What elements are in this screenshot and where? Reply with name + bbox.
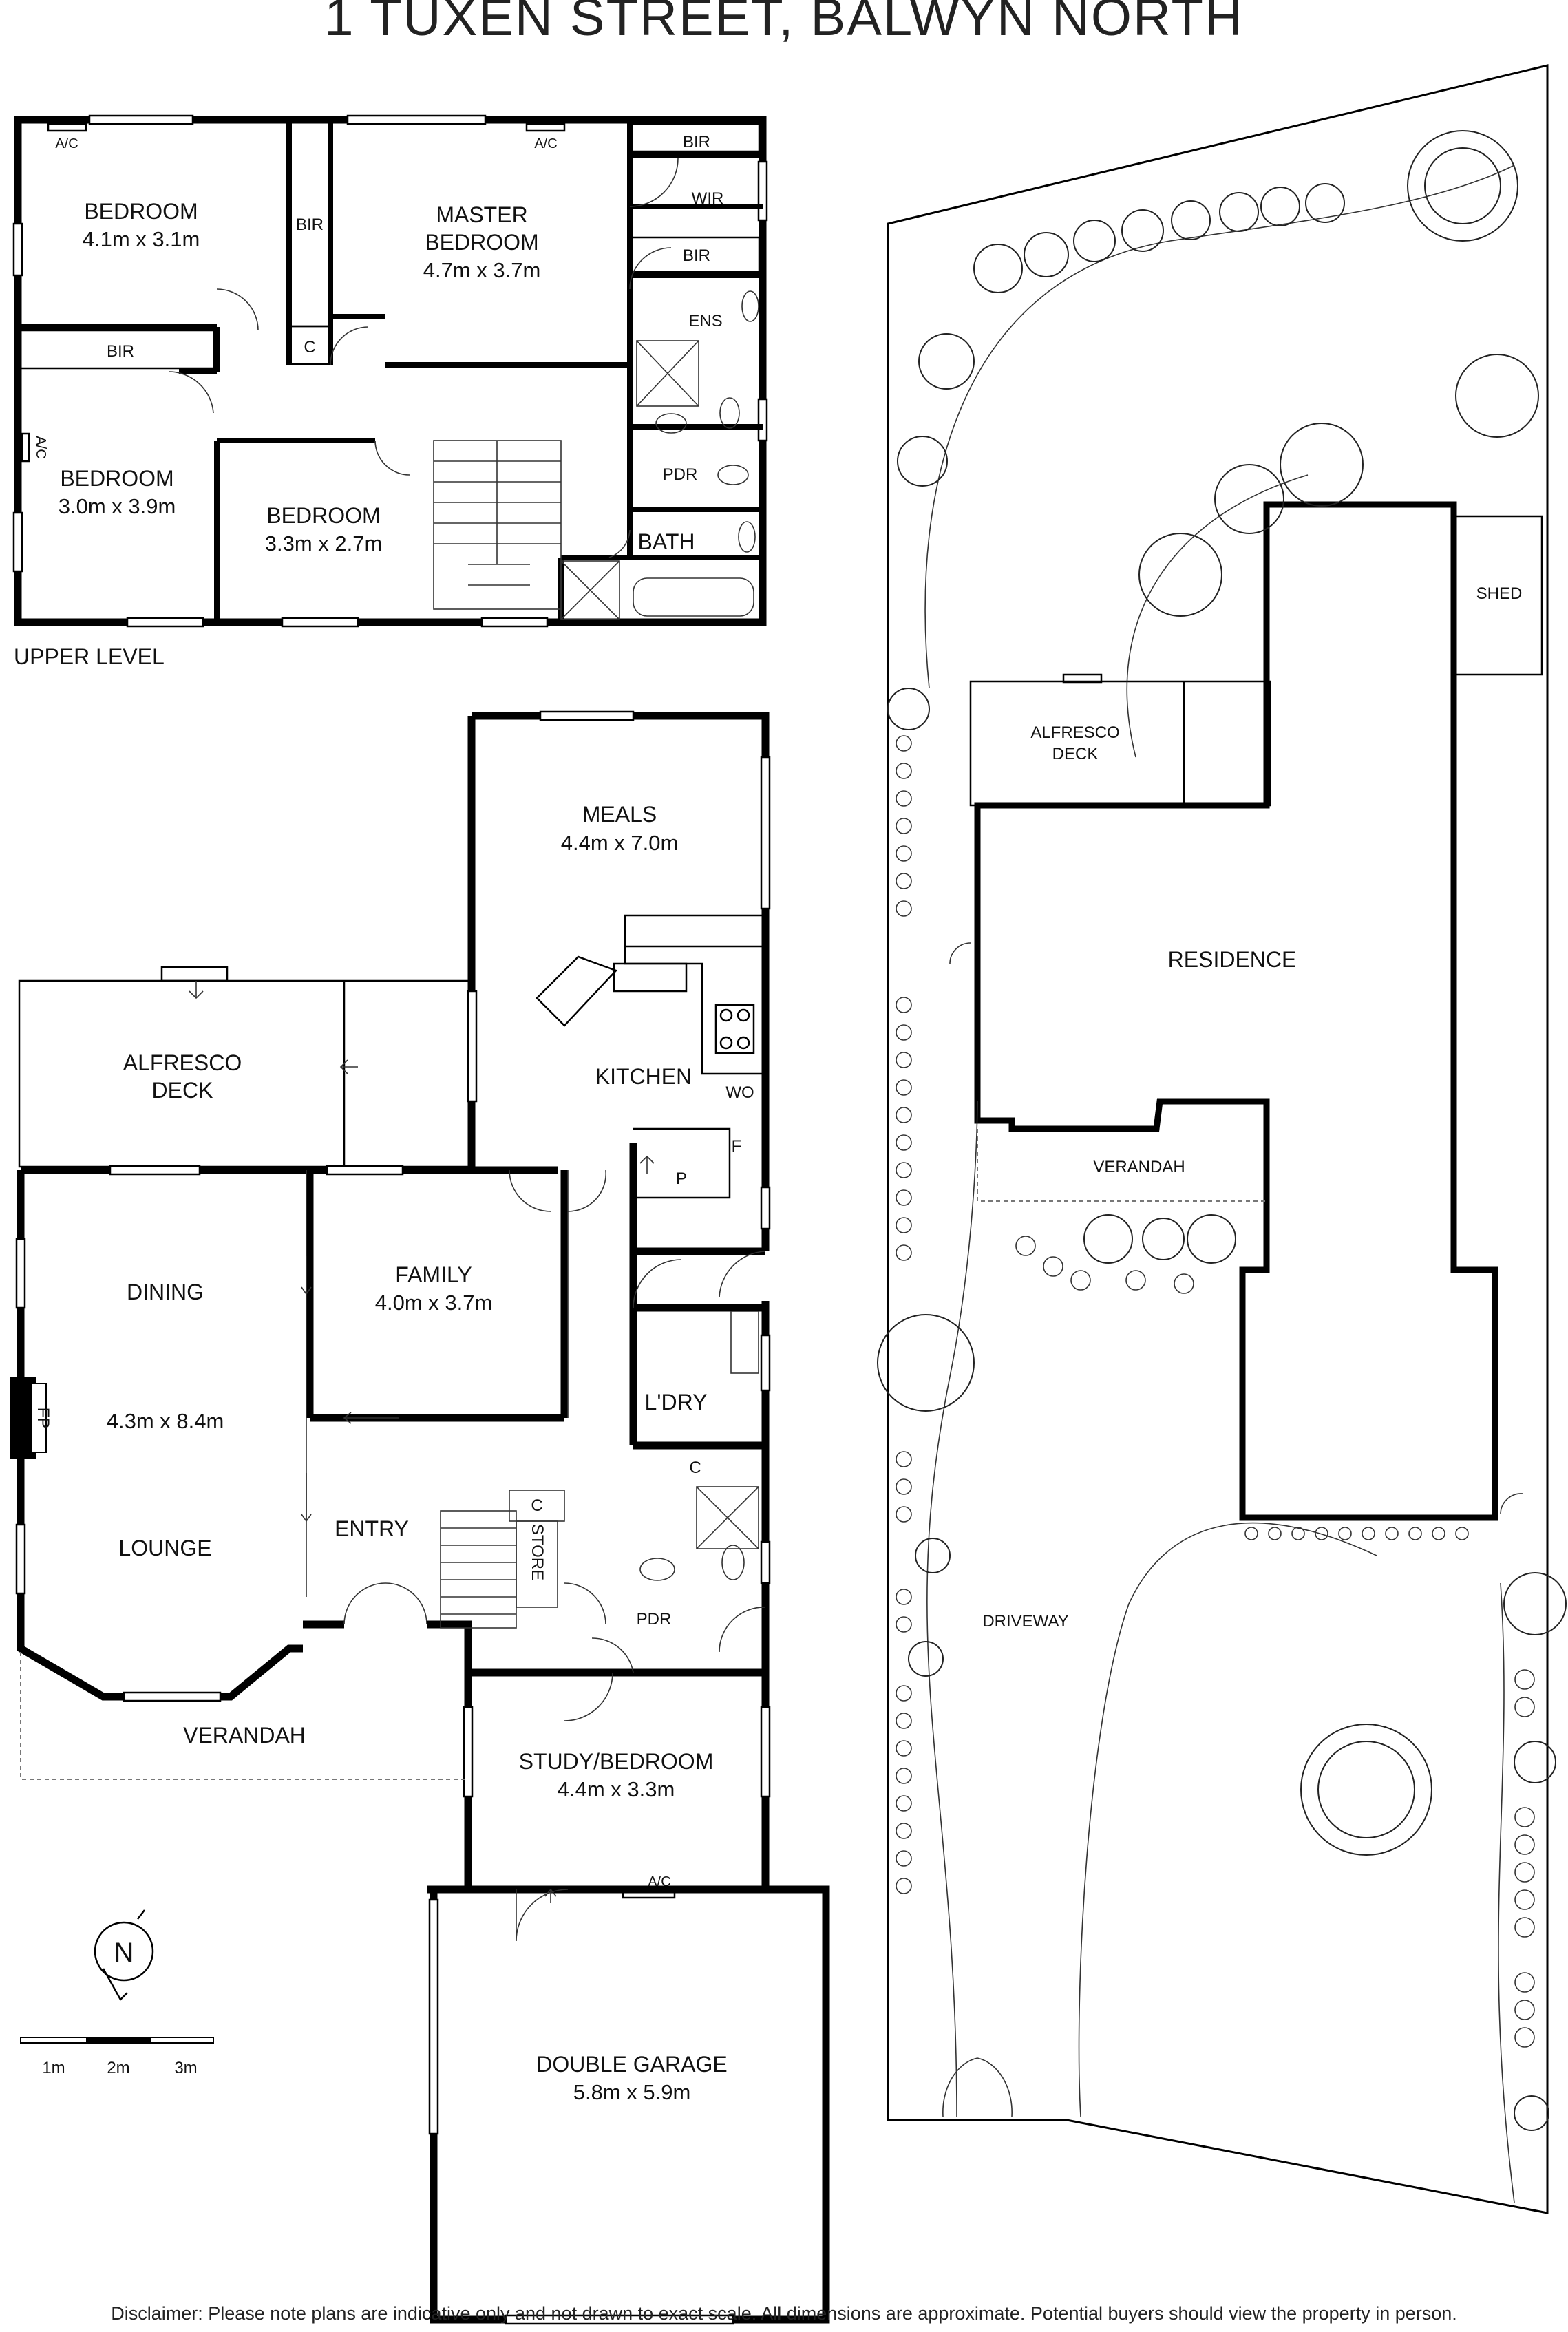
bir-label: BIR bbox=[296, 215, 324, 234]
laundry-label: L'DRY bbox=[645, 1390, 708, 1414]
cupboard-label: C bbox=[689, 1459, 701, 1477]
driveway-label: DRIVEWAY bbox=[982, 1612, 1068, 1631]
dining-label: DINING bbox=[127, 1280, 204, 1304]
ac-label: A/C bbox=[534, 136, 557, 151]
upper-pdr-label: PDR bbox=[663, 465, 698, 484]
upper-bedroom-2-label: BEDROOM bbox=[60, 466, 173, 491]
ac-label: A/C bbox=[55, 136, 78, 151]
shed-label: SHED bbox=[1476, 584, 1523, 603]
north-label: N bbox=[114, 1938, 134, 1968]
bath-label: BATH bbox=[638, 529, 695, 554]
study-label: STUDY/BEDROOM bbox=[519, 1749, 714, 1774]
family-label: FAMILY bbox=[395, 1262, 472, 1287]
scale-label-1m: 1m bbox=[42, 2059, 65, 2077]
bir-label: BIR bbox=[683, 246, 710, 265]
study-dims: 4.4m x 3.3m bbox=[558, 1777, 675, 1801]
bir-label: BIR bbox=[683, 133, 710, 151]
ground-level-plan: MEALS 4.4m x 7.0m KITCHEN WO F P ALFRESC… bbox=[10, 710, 830, 2325]
upper-level-plan: BEDROOM 4.1m x 3.1m MASTER BEDROOM 4.7m … bbox=[12, 114, 768, 669]
ensuite-label: ENS bbox=[688, 312, 722, 330]
family-dims: 4.0m x 3.7m bbox=[375, 1291, 493, 1315]
dining-lounge-dims: 4.3m x 8.4m bbox=[107, 1409, 224, 1433]
garage-label: DOUBLE GARAGE bbox=[536, 2052, 727, 2077]
ac-label: A/C bbox=[33, 436, 48, 458]
fireplace-label: FP bbox=[34, 1408, 52, 1429]
wall-oven-label: WO bbox=[725, 1083, 754, 1102]
cupboard-label: C bbox=[304, 338, 315, 357]
trees bbox=[877, 130, 1567, 2131]
upper-bedroom-1-label: BEDROOM bbox=[84, 199, 198, 224]
master-bedroom-label-2: BEDROOM bbox=[425, 230, 538, 255]
residence-label: RESIDENCE bbox=[1168, 947, 1297, 972]
upper-level-label: UPPER LEVEL bbox=[14, 644, 165, 669]
meals-label: MEALS bbox=[582, 802, 657, 827]
master-bedroom-dims: 4.7m x 3.7m bbox=[423, 258, 541, 282]
scale-bar: 1m 2m 3m bbox=[20, 2037, 214, 2077]
meals-dims: 4.4m x 7.0m bbox=[561, 831, 679, 855]
bir-label: BIR bbox=[107, 342, 134, 361]
entry-label: ENTRY bbox=[335, 1516, 409, 1541]
lounge-label: LOUNGE bbox=[118, 1536, 211, 1560]
ground-pdr-label: PDR bbox=[637, 1610, 672, 1629]
shrubs bbox=[896, 735, 1535, 2048]
wir-label: WIR bbox=[692, 189, 724, 208]
north-arrow: N bbox=[94, 1909, 154, 2002]
cupboard-label: C bbox=[531, 1496, 542, 1515]
ground-verandah-label: VERANDAH bbox=[183, 1723, 306, 1748]
disclaimer: Disclaimer: Please note plans are indica… bbox=[111, 2303, 1457, 2324]
upper-bedroom-1-dims: 4.1m x 3.1m bbox=[83, 227, 200, 251]
store-label: STORE bbox=[528, 1524, 547, 1580]
kitchen-label: KITCHEN bbox=[595, 1064, 692, 1089]
fridge-label: F bbox=[732, 1137, 742, 1156]
pantry-label: P bbox=[676, 1169, 687, 1188]
upper-bedroom-3-dims: 3.3m x 2.7m bbox=[265, 531, 383, 555]
upper-bedroom-3-label: BEDROOM bbox=[266, 503, 380, 528]
page-title: 1 TUXEN STREET, BALWYN NORTH bbox=[324, 0, 1244, 47]
alfresco-label-2: DECK bbox=[152, 1078, 213, 1103]
site-plan: SHED ALFRESCO DECK RESIDENCE VERANDAH DR… bbox=[877, 64, 1567, 2214]
garage-dims: 5.8m x 5.9m bbox=[573, 2080, 691, 2104]
scale-label-2m: 2m bbox=[107, 2059, 129, 2077]
upper-bedroom-2-dims: 3.0m x 3.9m bbox=[59, 494, 176, 518]
scale-label-3m: 3m bbox=[174, 2059, 197, 2077]
ac-label: A/C bbox=[648, 1874, 670, 1889]
master-bedroom-label-1: MASTER bbox=[436, 202, 527, 227]
site-alfresco-label-1: ALFRESCO bbox=[1030, 723, 1119, 742]
site-verandah-label: VERANDAH bbox=[1093, 1158, 1185, 1176]
alfresco-label-1: ALFRESCO bbox=[123, 1050, 242, 1075]
site-alfresco-label-2: DECK bbox=[1052, 745, 1099, 763]
